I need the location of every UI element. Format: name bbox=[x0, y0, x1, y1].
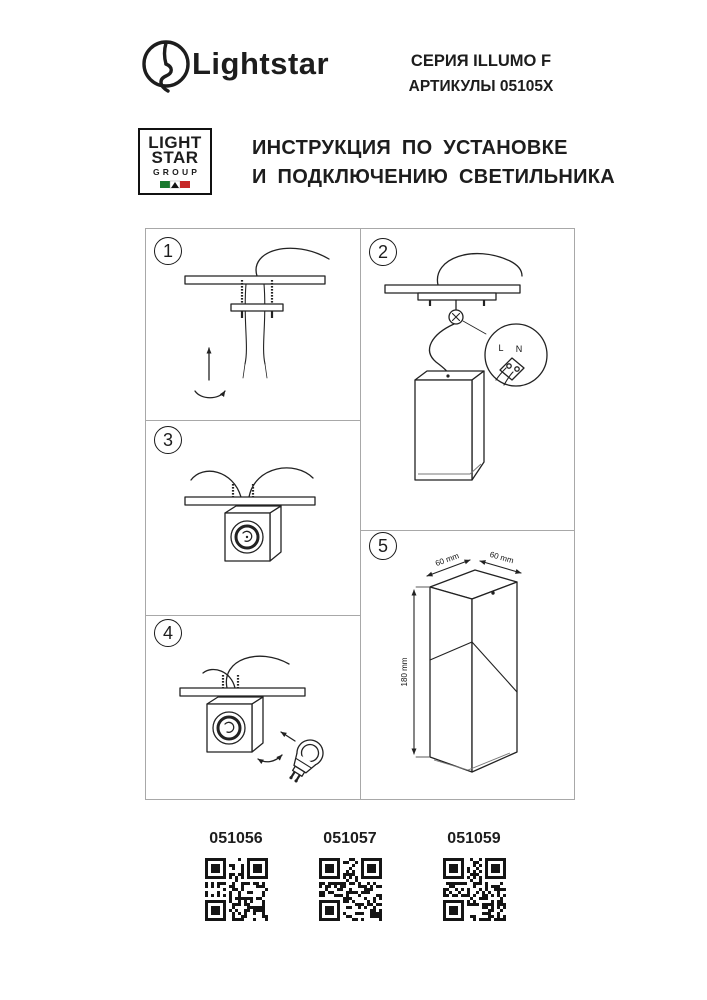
qr-code-icon bbox=[318, 858, 382, 921]
mounting-bracket bbox=[230, 303, 284, 312]
mains-wire bbox=[255, 247, 330, 277]
group-logo-line3: GROUP bbox=[153, 167, 201, 177]
page-title-line1: ИНСТРУКЦИЯ ПО УСТАНОВКЕ bbox=[252, 137, 568, 159]
article-number: 051059 bbox=[447, 830, 501, 847]
spot-lamp-face bbox=[212, 711, 246, 745]
ceiling bbox=[184, 275, 326, 285]
fixture-side bbox=[471, 581, 518, 773]
lightstar-group-logo: LIGHT STAR GROUP bbox=[138, 128, 212, 195]
step1-number: 1 bbox=[154, 237, 182, 265]
qr-item: 051059 bbox=[442, 830, 506, 921]
panel-divider-vertical bbox=[360, 228, 361, 800]
wire-tips bbox=[242, 363, 268, 379]
fixture-front bbox=[429, 586, 473, 773]
mains-wire bbox=[190, 470, 242, 498]
mounting-bracket bbox=[417, 292, 497, 301]
step5-drawing: 60 mm 60 mm 180 mm bbox=[400, 550, 522, 773]
series-label: СЕРИЯ ILLUMO F bbox=[410, 52, 552, 70]
lamp-filament bbox=[242, 530, 253, 542]
fixture-side bbox=[471, 370, 485, 481]
step2-number: 2 bbox=[369, 238, 397, 266]
article-number: 051057 bbox=[323, 830, 377, 847]
page-title: ИНСТРУКЦИЯ ПО УСТАНОВКЕ И ПОДКЛЮЧЕНИЮ СВ… bbox=[252, 134, 615, 192]
depth-dim-line bbox=[479, 560, 522, 574]
qr-item: 051057 bbox=[318, 830, 382, 921]
ceiling bbox=[179, 687, 306, 697]
fixture-wire bbox=[429, 323, 455, 379]
terminal-l-label: L bbox=[498, 343, 503, 353]
terminal-n-label: N bbox=[516, 344, 523, 354]
article-number: 051056 bbox=[209, 830, 263, 847]
step4-drawing bbox=[179, 655, 324, 783]
articles-label: АРТИКУЛЫ 05105X bbox=[408, 78, 554, 95]
qr-item: 051056 bbox=[204, 830, 268, 921]
ceiling bbox=[384, 284, 521, 294]
insert-arrow bbox=[280, 731, 296, 742]
step3-number: 3 bbox=[154, 426, 182, 454]
mains-wire bbox=[225, 655, 290, 689]
depth-dim-label: 60 mm bbox=[489, 550, 515, 565]
lamp-filament bbox=[224, 721, 235, 733]
step4-number: 4 bbox=[154, 619, 182, 647]
series-block: СЕРИЯ ILLUMO F АРТИКУЛЫ 05105X bbox=[388, 52, 574, 96]
fixture-side bbox=[269, 505, 282, 562]
fixture-opening bbox=[433, 752, 511, 771]
mains-wire bbox=[436, 252, 523, 286]
panel-divider-left-1 bbox=[145, 420, 360, 421]
group-logo-line2: STAR bbox=[151, 148, 199, 167]
lightstar-logo-icon bbox=[142, 40, 190, 93]
ceiling bbox=[184, 496, 316, 506]
italy-flag-icon bbox=[160, 180, 190, 189]
spot-lamp-face bbox=[230, 520, 264, 554]
twist-arrow bbox=[257, 754, 283, 765]
brand-wordmark: Lightstar bbox=[192, 46, 330, 81]
step5-number: 5 bbox=[369, 532, 397, 560]
fixture-opening bbox=[418, 463, 482, 475]
step3-drawing bbox=[184, 467, 316, 562]
fixture-side bbox=[251, 696, 264, 753]
fixture-body bbox=[414, 379, 473, 481]
height-dim-label: 180 mm bbox=[400, 657, 409, 686]
mains-wire bbox=[248, 467, 314, 498]
panel-divider-right-1 bbox=[360, 530, 575, 531]
dim-extension bbox=[415, 586, 430, 758]
body-seam bbox=[429, 641, 518, 693]
rotate-arrow bbox=[194, 390, 226, 399]
terminal-block bbox=[499, 357, 525, 381]
step1-drawing bbox=[184, 247, 330, 399]
qr-code-icon bbox=[442, 858, 506, 921]
step2-drawing: L N bbox=[384, 252, 548, 481]
mains-wire bbox=[202, 668, 236, 689]
gu10-lamp bbox=[289, 739, 324, 783]
width-dim-line bbox=[426, 559, 471, 577]
qr-code-icon bbox=[204, 858, 268, 921]
detail-leader bbox=[462, 320, 487, 335]
panel-divider-left-2 bbox=[145, 615, 360, 616]
detail-wires bbox=[495, 367, 514, 386]
hanging-wires bbox=[244, 283, 266, 365]
group-logo-line1: LIGHT bbox=[148, 133, 202, 152]
page-title-line2: И ПОДКЛЮЧЕНИЮ СВЕТИЛЬНИКА bbox=[252, 166, 616, 188]
